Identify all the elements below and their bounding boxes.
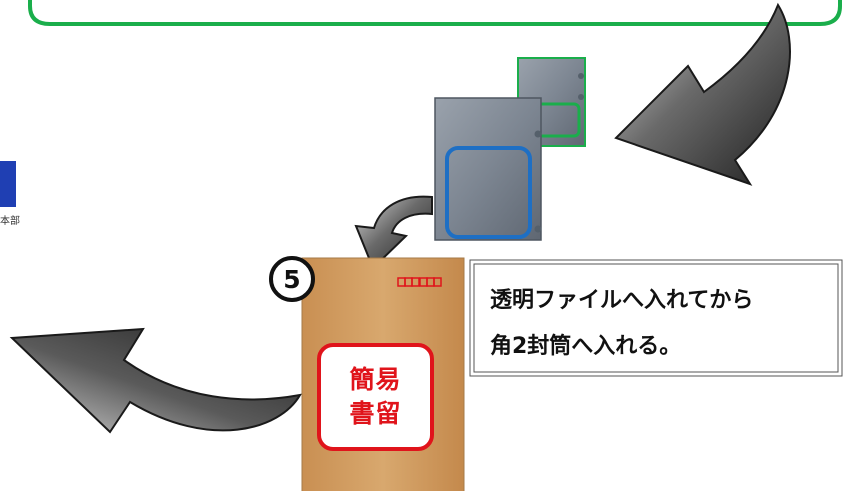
registered-mail-stamp: 簡易 書留 (317, 343, 434, 451)
small-curved-arrow (354, 195, 433, 270)
note-box (469, 259, 843, 377)
side-label: 本部 (0, 216, 20, 227)
note-line-1: 透明ファイルへ入れてから (490, 288, 754, 313)
step-number: 5 (283, 264, 301, 294)
postal-code-boxes (397, 277, 442, 287)
logo-fragment (0, 161, 16, 207)
green-callout-box (28, 0, 842, 26)
stamp-line-2: 書留 (349, 399, 402, 428)
instruction-note: 透明ファイルへ入れてから 角2封筒へ入れる。 (470, 260, 842, 376)
kraft-envelope (301, 257, 465, 491)
stamp-line-1: 簡易 (349, 365, 402, 394)
note-line-2: 角2封筒へ入れる。 (490, 334, 682, 359)
large-curved-arrow-right (614, 2, 791, 186)
step-number-circle (269, 256, 315, 302)
registered-mail-frame (317, 343, 434, 451)
large-curved-arrow-left (9, 327, 302, 434)
large-clear-folder (434, 97, 542, 241)
